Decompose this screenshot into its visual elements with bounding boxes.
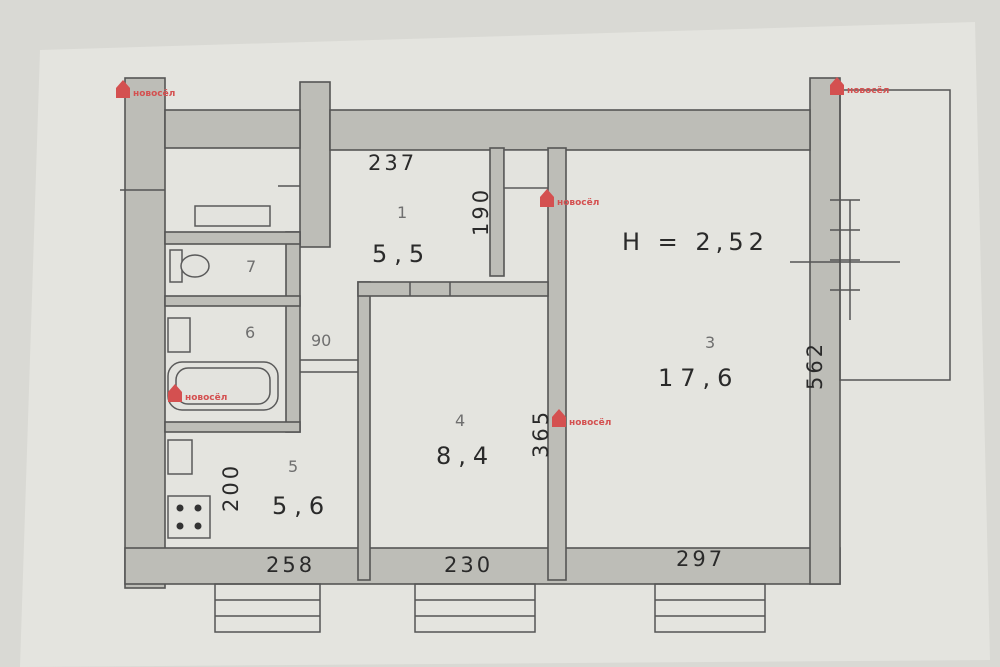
outer-walls <box>124 77 841 589</box>
dim-kitchen-depth: 200 <box>219 463 243 512</box>
svg-text:новосёл: новосёл <box>133 89 175 99</box>
watermark-3: новосёл <box>540 189 599 208</box>
dim-hall-width: 237 <box>368 151 417 175</box>
watermark-2: новосёл <box>830 77 889 96</box>
dim-corridor-width: 90 <box>311 331 331 350</box>
svg-text:новосёл: новосёл <box>185 393 227 403</box>
house-logo-icon <box>552 409 566 427</box>
door-marks <box>120 185 451 373</box>
stove-icon <box>167 495 211 539</box>
room-6-number: 6 <box>245 323 255 342</box>
ceiling-height-label: H = 2,52 <box>622 228 769 256</box>
dim-room4-depth: 365 <box>529 409 553 458</box>
balcony <box>790 89 951 381</box>
house-logo-icon <box>830 77 844 95</box>
room-1-area: 5,5 <box>372 240 431 268</box>
windows <box>214 583 766 633</box>
room-4-area: 8,4 <box>436 442 495 470</box>
watermark-1: новосёл <box>116 80 175 99</box>
svg-text:новосёл: новосёл <box>557 198 599 208</box>
house-logo-icon <box>116 80 130 98</box>
bath-sink-icon <box>167 317 191 353</box>
room-4-number: 4 <box>455 411 465 430</box>
bathtub-icon <box>167 361 279 411</box>
dim-kitchen-width: 258 <box>266 553 315 577</box>
toilet-icon <box>169 249 210 283</box>
room-5-area: 5,6 <box>272 492 331 520</box>
paper-sheet <box>20 22 990 667</box>
inner-walls <box>164 147 567 581</box>
room-1-number: 1 <box>397 203 407 222</box>
closet-2 <box>503 149 549 189</box>
entry-cabinet <box>194 205 271 227</box>
dim-room4-width: 230 <box>444 553 493 577</box>
room-7-number: 7 <box>246 257 256 276</box>
room-3-number: 3 <box>705 333 715 352</box>
house-logo-icon <box>540 189 554 207</box>
watermark-5: новосёл <box>552 409 611 428</box>
dim-room3-width: 297 <box>676 547 725 571</box>
room-3-area: 17,6 <box>658 364 739 392</box>
dim-room3-depth: 562 <box>803 341 827 390</box>
dim-hall-depth: 190 <box>469 187 493 236</box>
house-logo-icon <box>168 384 182 402</box>
watermark-4: новосёл <box>168 384 227 403</box>
svg-text:новосёл: новосёл <box>847 86 889 96</box>
svg-text:новосёл: новосёл <box>569 418 611 428</box>
room-5-number: 5 <box>288 457 298 476</box>
kitchen-sink-icon <box>167 439 193 475</box>
